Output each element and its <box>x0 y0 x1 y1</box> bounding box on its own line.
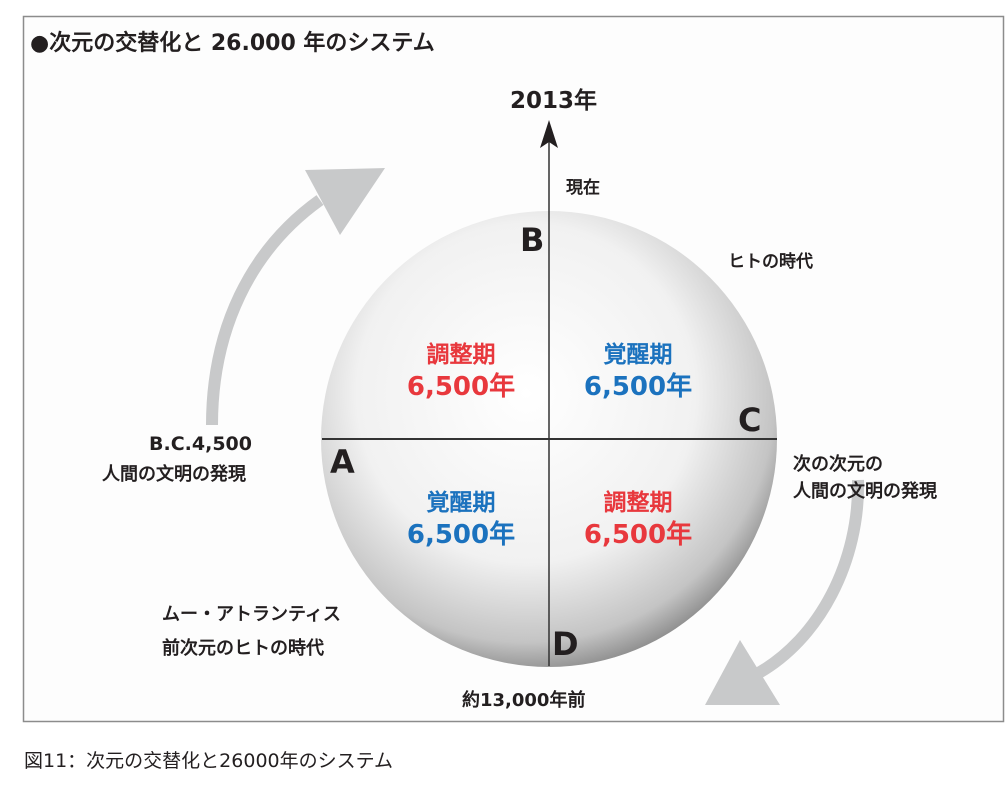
bc4500-label: B.C.4,500 <box>149 433 252 455</box>
arrow-upper-left <box>206 195 324 426</box>
point-a: A <box>330 443 355 481</box>
mu-atlantis-label: ムー・アトランティス <box>162 604 341 625</box>
top-right-period-years: 6,500年 <box>584 371 692 402</box>
bottom-right-period-name: 調整期 <box>604 489 673 516</box>
bottom-left-period-years: 6,500年 <box>407 519 515 550</box>
previous-dimension-label: 前次元のヒトの時代 <box>162 637 324 659</box>
arrow-lower-right <box>752 479 865 681</box>
13000-years-ago-label: 約13,000年前 <box>462 689 585 711</box>
figure-caption: 図11：次元の交替化と26000年のシステム <box>24 750 393 772</box>
year-2013-label: 2013年 <box>510 87 597 114</box>
top-left-period-name: 調整期 <box>427 341 496 368</box>
top-right-period-name: 覚醒期 <box>604 342 673 368</box>
point-b: B <box>520 221 544 259</box>
next-dimension-label: 次の次元の <box>793 453 883 475</box>
arrow-head-lower-right <box>705 640 780 705</box>
axis-arrow-head <box>540 120 558 148</box>
point-d: D <box>552 625 579 663</box>
human-age-label: ヒトの時代 <box>728 251 813 272</box>
diagram-title: ●次元の交替化と 26.000 年のシステム <box>30 30 435 56</box>
left-civilization-label: 人間の文明の発現 <box>102 463 246 485</box>
present-label: 現在 <box>566 177 600 198</box>
bottom-right-period-years: 6,500年 <box>584 519 692 550</box>
bottom-left-period-name: 覚醒期 <box>427 490 496 516</box>
top-left-period-years: 6,500年 <box>407 371 515 402</box>
right-civilization-label: 人間の文明の発現 <box>793 480 937 502</box>
point-c: C <box>738 401 761 439</box>
arrow-head-upper-left <box>305 168 385 235</box>
